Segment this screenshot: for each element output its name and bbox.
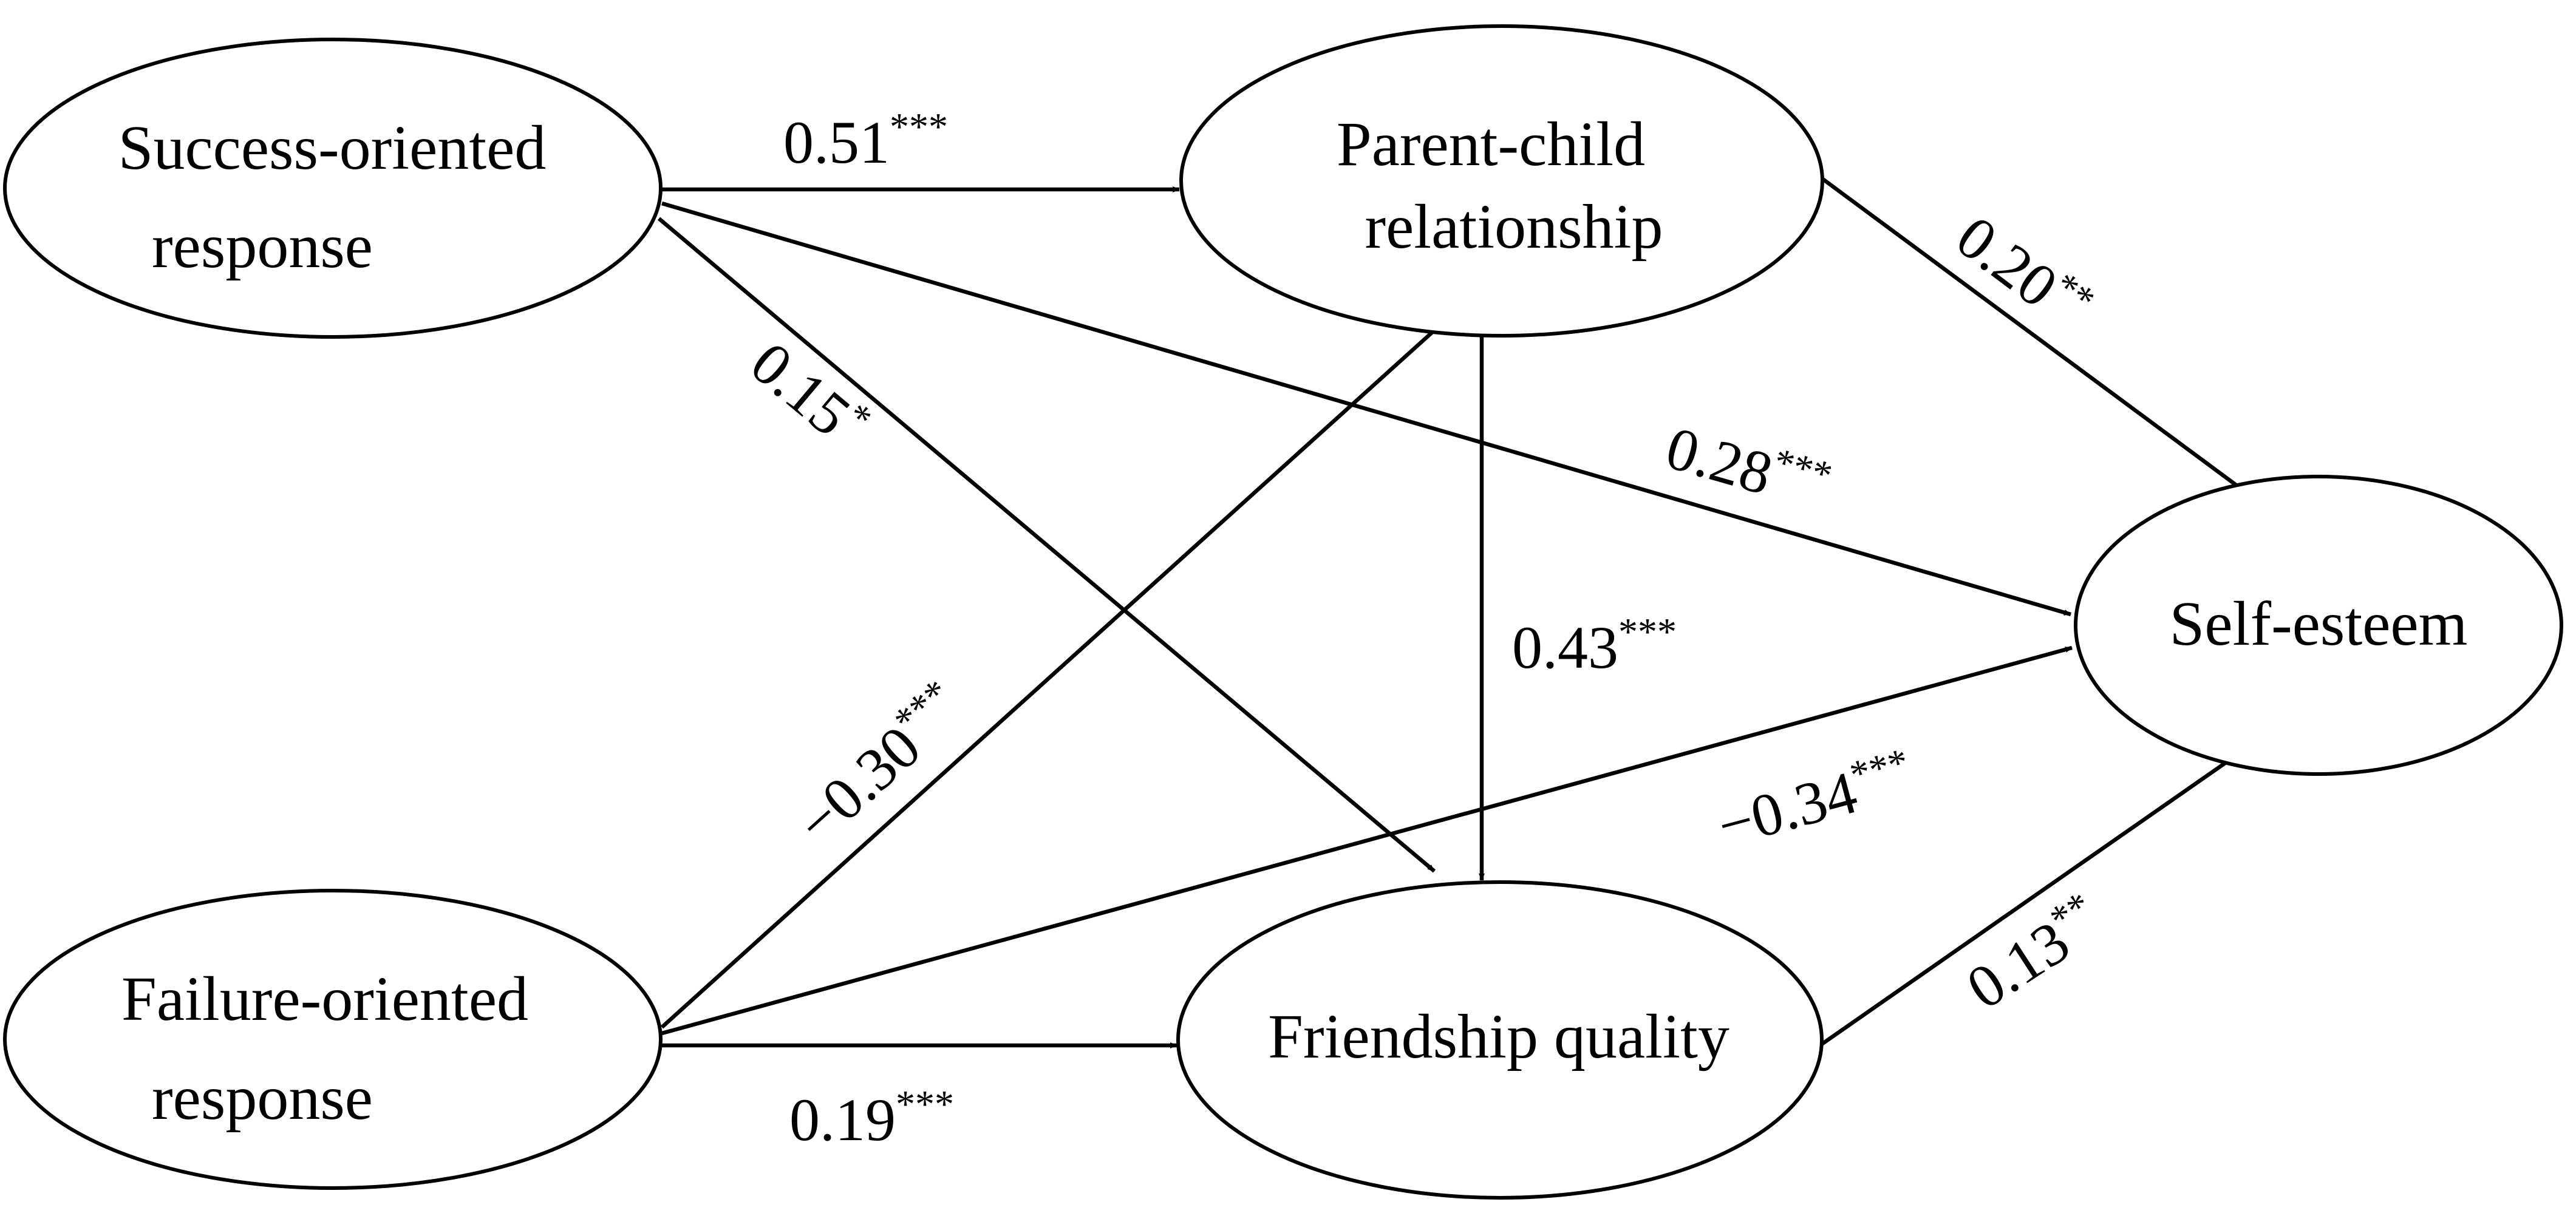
node-parent-child-relationship: Parent-child relationship [1179,24,1824,338]
node-failure-ellipse [3,889,663,1190]
node-parent-ellipse [1179,24,1824,338]
path-failure-to-parent [660,324,1441,1029]
path-friendship-to-selfesteem [1819,746,2248,1047]
coef-success-to-parent: 0.51*** [783,105,948,176]
node-self-esteem: Self-esteem [2074,475,2563,776]
coef-failure-to-friendship: 0.19*** [789,1082,954,1153]
node-selfesteem-label: Self-esteem [2170,589,2468,659]
node-friendship-ellipse [1176,880,1824,1200]
node-success-ellipse [3,38,663,339]
node-parent-label: Parent-child relationship [1337,109,1663,262]
path-parent-to-selfesteem [1818,174,2248,495]
path-success-to-friendship [657,217,1436,873]
coef-parent-to-friendship: 0.43*** [1512,610,1677,681]
node-failure-oriented-response: Failure-oriented response [3,889,663,1190]
coef-success-to-selfesteem: 0.28*** [1659,410,1837,524]
node-success-label: Success-oriented response [118,113,562,281]
path-arrows [657,174,2248,1048]
node-friendship-label: Friendship quality [1268,1002,1729,1072]
coef-parent-to-selfesteem: 0.20** [1944,200,2103,344]
path-failure-to-selfesteem [661,645,2073,1036]
node-selfesteem-ellipse [2074,475,2563,776]
coef-failure-to-selfesteem: −0.34*** [1709,739,1920,860]
coef-friendship-to-selfesteem: 0.13** [1953,883,2113,1022]
node-friendship-quality: Friendship quality [1176,880,1824,1200]
node-success-oriented-response: Success-oriented response [3,38,663,339]
node-failure-label: Failure-oriented response [121,964,544,1133]
path-success-to-selfesteem [661,201,2071,617]
